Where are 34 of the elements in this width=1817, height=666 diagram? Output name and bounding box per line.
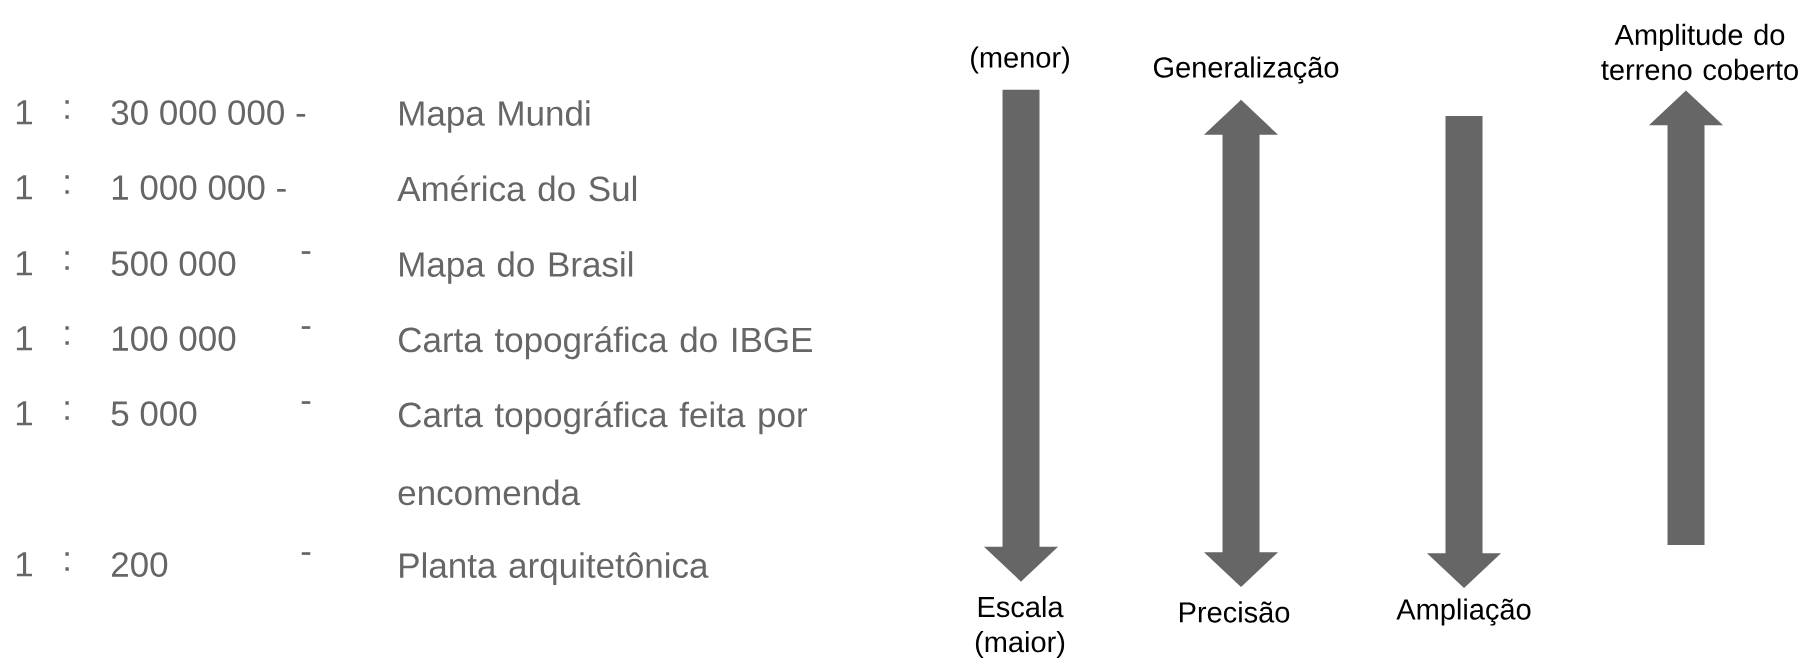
row-text: 1 000 000 - [112,175,286,200]
row-text: 1 [16,175,32,200]
row-text: - [301,401,311,404]
row-text: 500 000 [111,251,236,276]
row-text: - [301,251,311,254]
row-text: : [65,552,69,571]
row-text: 1 [16,326,32,351]
axis-label: Amplitude do terreno coberto [1601,23,1798,81]
row-text: América do Sul [397,175,637,202]
row-text: : [65,326,69,345]
row-text: Mapa do Brasil [400,251,633,284]
row-text: 1 [16,251,32,276]
axis-label: Ampliação [1396,598,1531,626]
row-text: 1 [16,100,32,125]
row-text: : [65,251,69,270]
row-text: - [301,326,311,329]
row-text: 5 000 [111,401,197,426]
row-text: Mapa Mundi [400,100,590,133]
row-text: - [301,552,311,555]
row-text: 200 [112,552,168,577]
axis-label: Escala (maior) [975,596,1065,658]
row-text: 1 [16,552,32,577]
row-text: 100 000 [112,326,236,351]
axis-label: Generalização [1153,56,1339,84]
row-text: : [65,100,69,119]
row-text: Planta arquitetônica [400,552,709,585]
row-text: 30 000 000 - [111,100,306,125]
row-text: : [65,175,69,194]
row-text: Carta topográfica feita por encomenda [398,401,808,506]
row-text: Carta topográfica do IBGE [399,326,812,360]
axis-label: (menor) [971,46,1069,74]
axis-label: Precisão [1180,601,1290,623]
row-text: : [65,401,69,420]
row-text: 1 [16,401,32,426]
